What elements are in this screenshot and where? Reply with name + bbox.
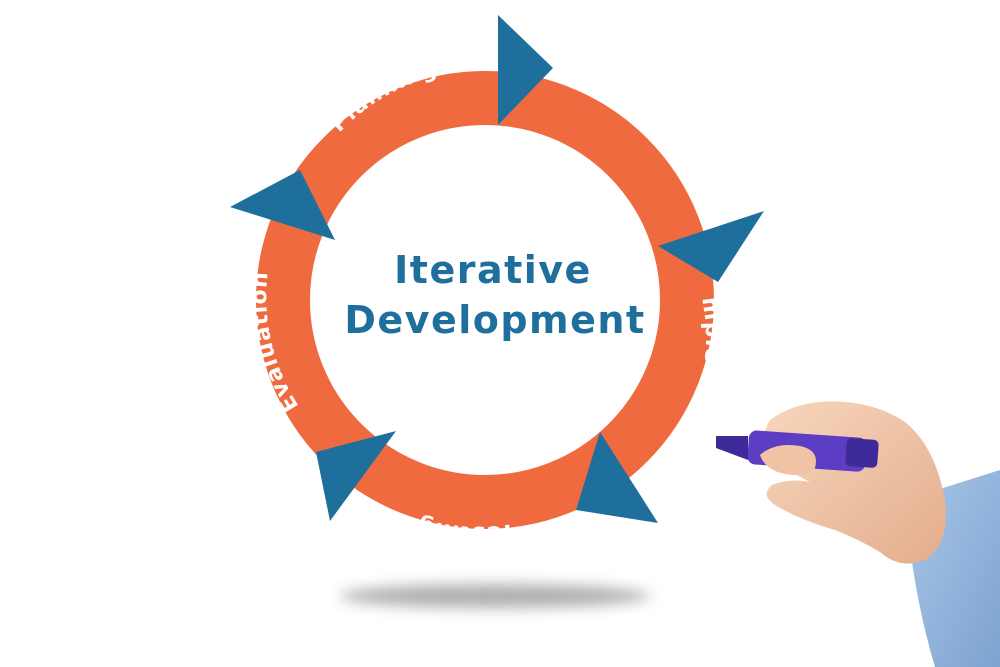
marker-cap-band — [845, 438, 879, 468]
arrow-planning-to-design — [498, 15, 553, 125]
floor-shadow — [340, 584, 650, 608]
marker-tip — [716, 436, 748, 460]
arrow-testing-to-evaluation — [316, 431, 396, 521]
center-title-line2: Development — [344, 298, 645, 342]
center-title-line1: Iterative — [394, 248, 592, 292]
cycle-arrows — [230, 15, 764, 523]
arrow-design-to-implementation — [658, 211, 764, 282]
hand-with-marker-illustration — [716, 401, 1000, 667]
arrow-evaluation-to-planning — [230, 170, 335, 240]
thumb — [760, 445, 816, 476]
cycle-ring — [256, 71, 714, 529]
arrow-implementation-to-testing — [576, 432, 658, 523]
hand — [764, 401, 946, 564]
